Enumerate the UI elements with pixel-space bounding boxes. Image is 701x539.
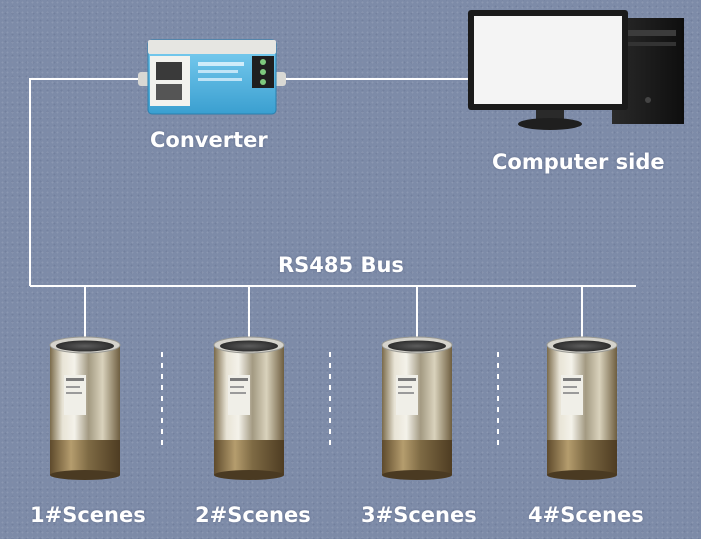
sensor-3: [381, 336, 453, 480]
sensor-2: [213, 336, 285, 480]
scene-1-label: 1#Scenes: [30, 503, 146, 527]
sensor-1: [49, 336, 121, 480]
scene-4-label: 4#Scenes: [528, 503, 644, 527]
wire-converter-to-bus: [29, 78, 145, 286]
rs485-bus-label: RS485 Bus: [278, 253, 404, 277]
sensor-4: [546, 336, 618, 480]
converter-label: Converter: [150, 128, 268, 152]
scene-2-label: 2#Scenes: [195, 503, 311, 527]
scene-3-label: 3#Scenes: [361, 503, 477, 527]
cylindrical-sensor-icon: [49, 336, 618, 480]
scene-separators: [161, 352, 499, 448]
rs485-converter-icon: [138, 39, 286, 115]
desktop-computer-icon: [468, 10, 684, 130]
computer-side-label: Computer side: [492, 150, 665, 174]
wiring: [29, 78, 636, 340]
